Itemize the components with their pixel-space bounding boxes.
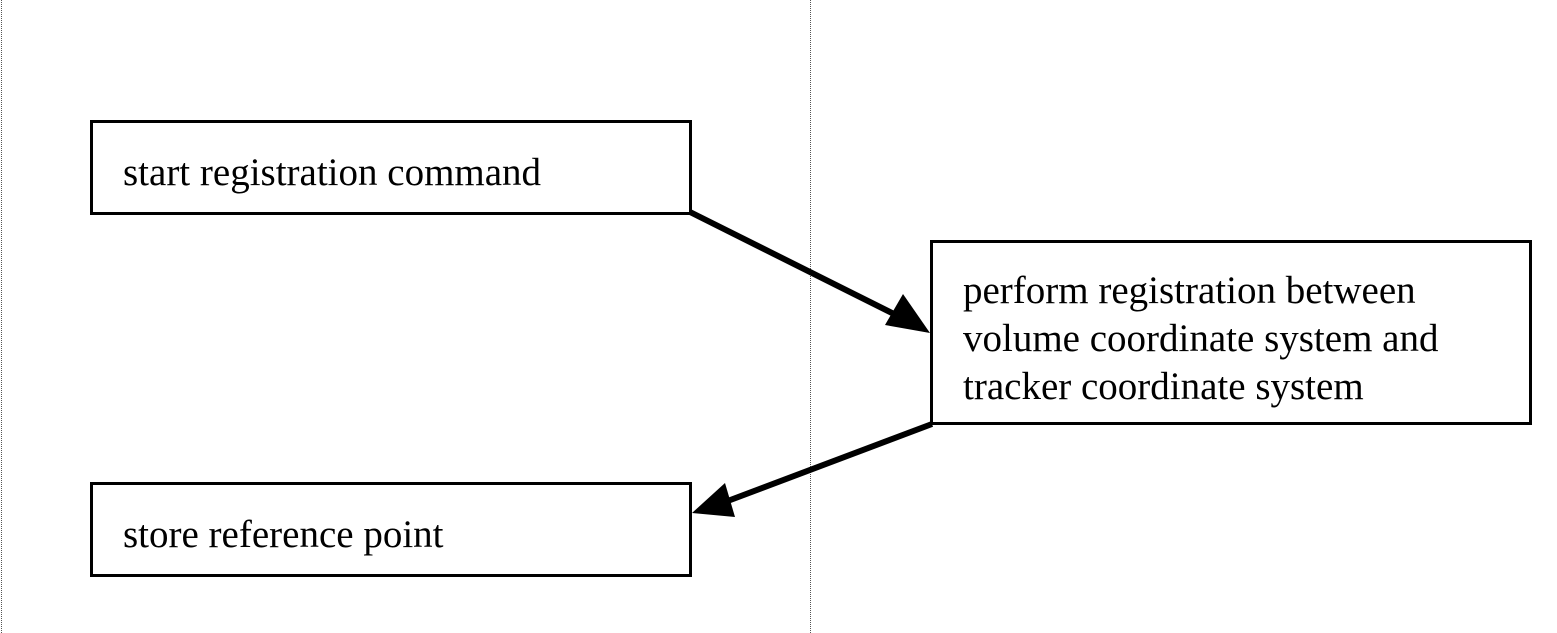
node-text: start registration command bbox=[123, 151, 542, 194]
connector-line bbox=[688, 209, 900, 319]
arrowhead-icon bbox=[885, 294, 930, 333]
arrow-perform-to-store bbox=[692, 421, 934, 517]
swimlane-left-border bbox=[1, 0, 2, 633]
arrow-start-to-perform bbox=[688, 209, 930, 333]
start-registration-node: start registration command bbox=[90, 120, 692, 215]
node-text-line-1: perform registration between bbox=[963, 269, 1416, 312]
perform-registration-node: perform registration between volume coor… bbox=[930, 240, 1532, 425]
arrowhead-icon bbox=[692, 483, 735, 517]
node-text-line-3: tracker coordinate system bbox=[963, 365, 1364, 408]
node-text-line-2: volume coordinate system and bbox=[963, 317, 1439, 360]
connector-line bbox=[723, 421, 934, 505]
swimlane-divider bbox=[810, 0, 811, 633]
store-reference-point-node: store reference point bbox=[90, 482, 692, 577]
node-text: store reference point bbox=[123, 513, 444, 556]
